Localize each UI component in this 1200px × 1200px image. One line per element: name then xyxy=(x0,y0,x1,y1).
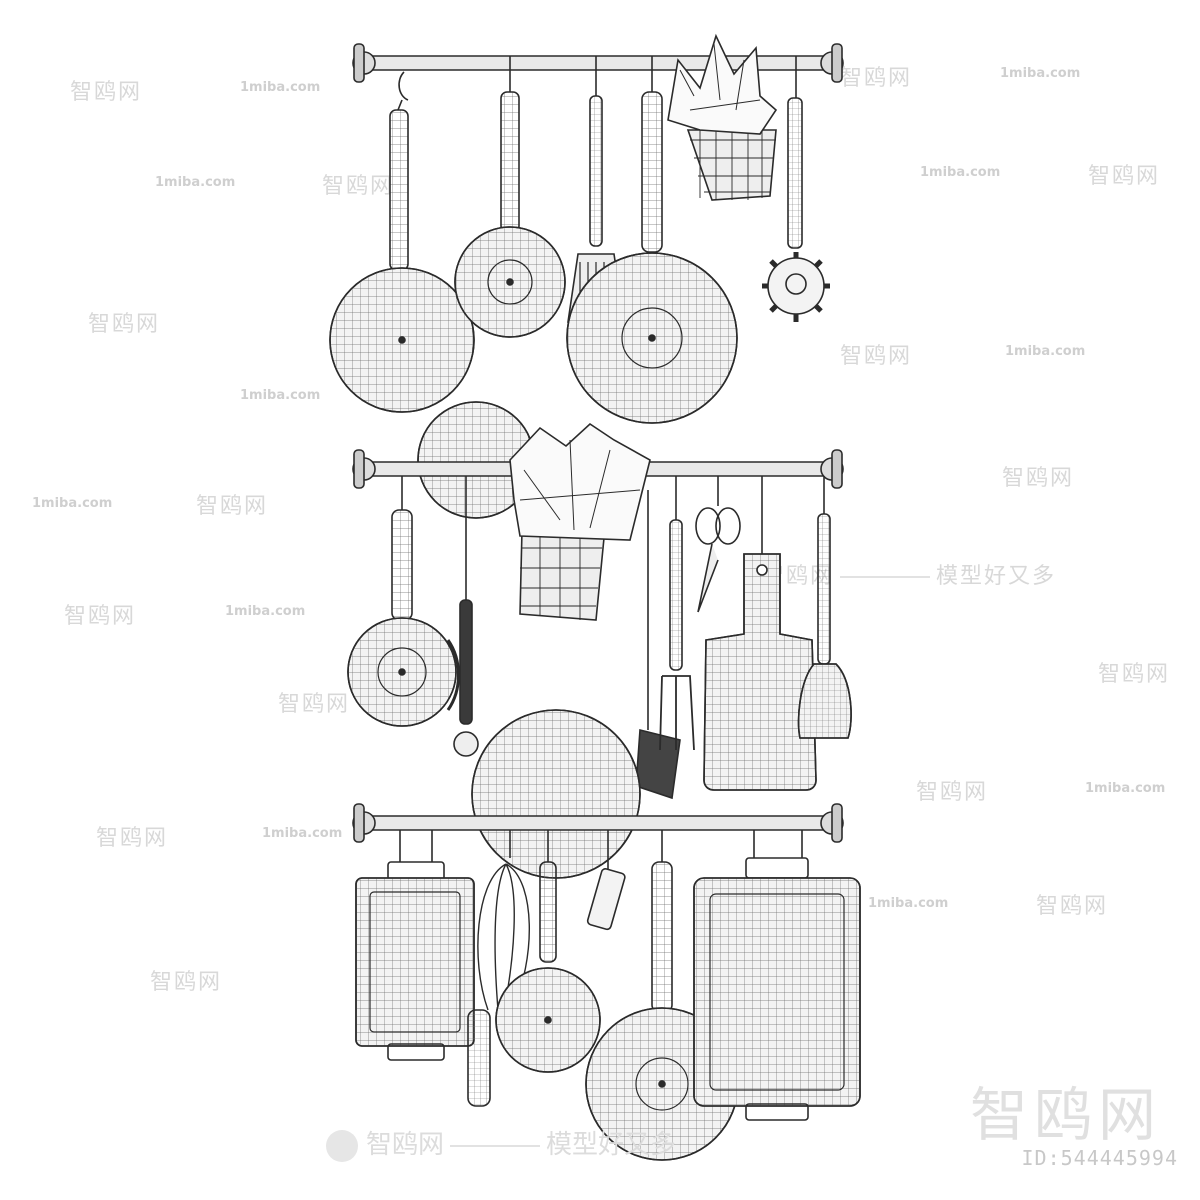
saucepan-bottom xyxy=(495,830,601,1073)
image-id-label: ID:544445994 xyxy=(1021,1146,1178,1170)
baking-dish-small xyxy=(355,830,475,1061)
saucepan-middle xyxy=(347,476,460,727)
pizza-cutter xyxy=(453,476,479,757)
frying-pan-xlarge xyxy=(566,56,738,424)
frying-pan-medium xyxy=(454,56,566,338)
round-lid-middle xyxy=(417,401,535,519)
serving-fork xyxy=(659,476,695,751)
bottom-rail xyxy=(352,803,844,843)
kitchen-scissors xyxy=(695,476,741,613)
watermark-bottom: 智鸥网模型好又多 xyxy=(326,1124,676,1162)
top-rail xyxy=(352,43,844,83)
round-lid-bottom xyxy=(471,709,641,879)
pasta-server xyxy=(762,56,830,322)
frying-pan-large xyxy=(329,71,475,413)
watermark-brand-large: 智鸥网 xyxy=(969,1081,1162,1149)
herb-pot-middle xyxy=(509,422,651,621)
watermark-logo-icon xyxy=(326,1129,358,1162)
solid-turner xyxy=(797,476,852,739)
cleaning-brush xyxy=(635,490,681,800)
whisk xyxy=(467,830,530,1107)
paring-tool xyxy=(586,830,626,931)
cutting-board xyxy=(703,476,817,791)
baking-dish-large xyxy=(693,830,861,1121)
herb-pot-top xyxy=(667,33,778,201)
